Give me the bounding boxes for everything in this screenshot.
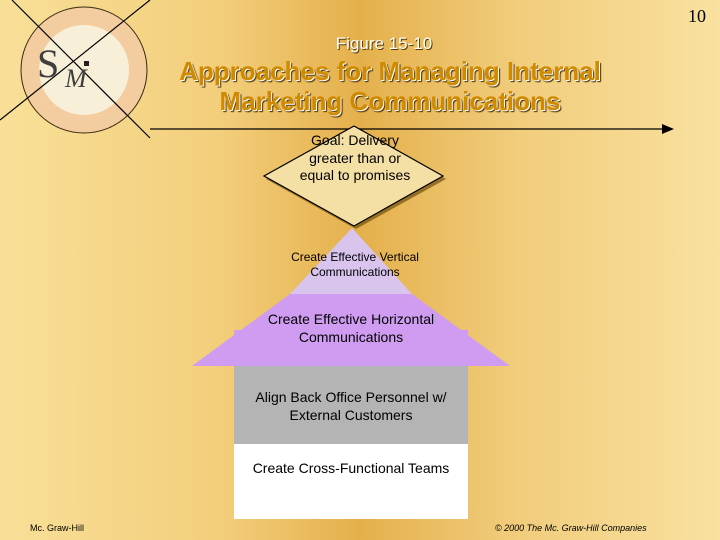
layer-horizontal-text: Create Effective Horizontal Communicatio… (267, 311, 435, 345)
logo-letter-m: M (65, 64, 87, 93)
layer-teams-text: Create Cross-Functional Teams (252, 460, 450, 476)
layer-align-bg (234, 366, 468, 444)
layer-vertical-text: Create Effective Vertical Communications (291, 250, 419, 279)
title-arrow-head (662, 124, 674, 134)
page-title: Approaches for Managing Internal Marketi… (179, 56, 601, 116)
logo-line-extension (139, 127, 151, 139)
layer-vertical-bg (290, 228, 412, 294)
footer-copyright: © 2000 The Mc. Graw-Hill Companies (495, 523, 647, 533)
layer-teams-bg (234, 444, 468, 519)
logo-line-diag-2 (0, 0, 151, 121)
footer-publisher: Mc. Graw-Hill (30, 523, 84, 533)
goal-diamond (262, 125, 445, 227)
goal-text: Goal: Delivery greater than or equal to … (299, 132, 411, 183)
figure-label: Figure 15-10 (335, 34, 433, 53)
page-number: 10 (688, 6, 706, 26)
layer-align-text: Align Back Office Personnel w/ External … (255, 389, 447, 423)
logo-letter-s: S (37, 41, 60, 86)
logo-inner-disc (39, 25, 129, 115)
layer-horizontal-stem (234, 330, 468, 366)
logo-dot (84, 61, 89, 66)
logo-line-diag-1 (11, 0, 141, 129)
logo: S M (20, 6, 148, 134)
